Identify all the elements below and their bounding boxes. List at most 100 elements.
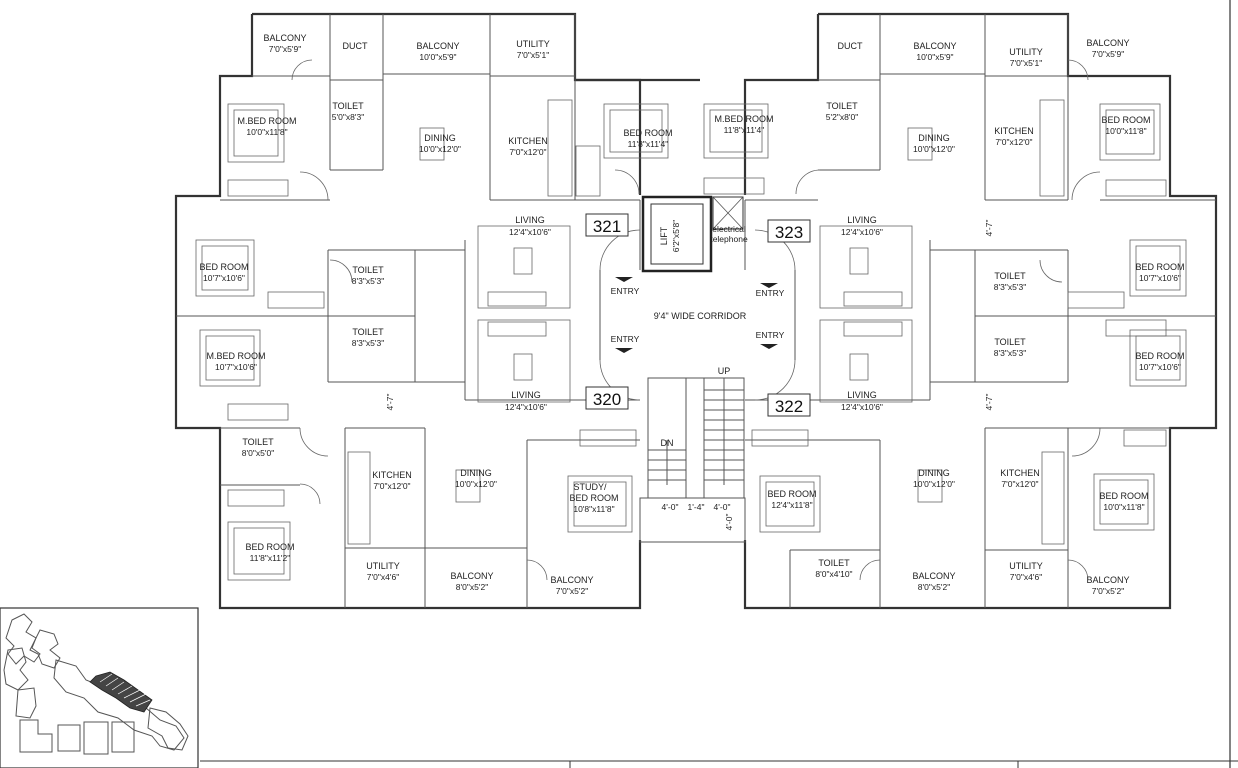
room-size: 10'0"x11'8" — [246, 127, 287, 137]
room-name: KITCHEN — [372, 470, 412, 480]
entry-label-322: ENTRY — [756, 330, 785, 340]
room-name: TOILET — [994, 337, 1026, 347]
room-name: DINING — [460, 468, 492, 478]
unit-tags — [585, 213, 811, 417]
room-name: M.BED ROOM — [714, 114, 773, 124]
room-name: BALCONY — [450, 571, 493, 581]
room-size: 7'0"x12'0" — [509, 147, 546, 157]
room-name: BED ROOM — [199, 262, 248, 272]
room-size: 8'0"x5'2" — [918, 582, 950, 592]
room-size: 7'0"x5'9" — [1092, 49, 1124, 59]
room-name: LIVING — [511, 390, 541, 400]
room-size: 8'3"x5'3" — [352, 338, 384, 348]
stair-up-label: UP — [718, 366, 731, 376]
room-size: 7'0"x5'1" — [517, 50, 549, 60]
sheet-frame — [200, 0, 1238, 768]
lift-core — [641, 195, 744, 273]
room-size: 12'4"x10'6" — [509, 227, 551, 237]
key-plan — [0, 607, 199, 768]
room-size: 10'7"x10'6" — [215, 362, 257, 372]
staircase — [639, 377, 746, 543]
room-size: 10'0"x5'9" — [419, 52, 456, 62]
room-name: UTILITY — [516, 39, 550, 49]
room-name: DINING — [424, 133, 456, 143]
room-size: 8'0"x5'2" — [456, 582, 488, 592]
room-name: LIVING — [847, 390, 877, 400]
stair-dim-1: 4'-0" — [662, 502, 679, 512]
room-size: 11'8"x11'2" — [250, 553, 291, 563]
corridor-label: 9'4" WIDE CORRIDOR — [654, 311, 747, 321]
room-size: 7'0"x12'0" — [373, 481, 410, 491]
room-size: 8'3"x5'3" — [352, 276, 384, 286]
room-size: 12'4"x10'6" — [841, 227, 883, 237]
room-name: KITCHEN — [994, 126, 1034, 136]
room-name: LIVING — [515, 215, 545, 225]
room-name: DUCT — [838, 41, 863, 51]
room-name: M.BED ROOM — [206, 351, 265, 361]
room-name: BALCONY — [1086, 575, 1129, 585]
room-name: DUCT — [343, 41, 368, 51]
room-size: 10'0"x11'8" — [1105, 126, 1146, 136]
room-name: KITCHEN — [1000, 468, 1040, 478]
room-name: TOILET — [352, 265, 384, 275]
internal-walls — [176, 14, 1216, 608]
room-size: 10'0"x5'9" — [916, 52, 953, 62]
room-size: 7'0"x12'0" — [995, 137, 1032, 147]
entry-arrows — [615, 277, 778, 353]
room-name: TOILET — [352, 327, 384, 337]
lift-label: LIFT — [659, 226, 669, 245]
entry-label-321: ENTRY — [611, 286, 640, 296]
room-name: BED ROOM — [1099, 491, 1148, 501]
room-size: 8'3"x5'3" — [994, 348, 1026, 358]
unit-number-320: 320 — [593, 390, 621, 409]
room-name: UTILITY — [1009, 47, 1043, 57]
room-name: BED ROOM — [623, 128, 672, 138]
room-size: 7'0"x5'2" — [556, 586, 588, 596]
room-size: 12'4"x10'6" — [505, 402, 547, 412]
unit-number-321: 321 — [593, 217, 621, 236]
room-size: 10'0"x12'0" — [419, 144, 461, 154]
room-size: 10'0"x12'0" — [913, 479, 955, 489]
room-size: 10'0"x12'0" — [913, 144, 955, 154]
room-name: M.BED ROOM — [237, 116, 296, 126]
room-size: 7'0"x5'9" — [269, 44, 301, 54]
wall-dim-1: 4'-7" — [385, 394, 395, 411]
room-name: BALCONY — [913, 41, 956, 51]
shaft-electrical: electrical — [712, 224, 746, 234]
room-name: BED ROOM — [1135, 351, 1184, 361]
room-size: 8'3"x5'3" — [994, 282, 1026, 292]
stair-dim-3: 4'-0" — [714, 502, 731, 512]
room-name: TOILET — [994, 271, 1026, 281]
furniture — [195, 99, 1187, 581]
shaft-telephone: telephone — [710, 234, 748, 244]
room-name: BED ROOM — [569, 493, 618, 503]
room-name: TOILET — [332, 101, 364, 111]
room-size: 7'0"x5'2" — [1092, 586, 1124, 596]
room-size: 11'8"x11'4" — [628, 139, 669, 149]
room-name: BED ROOM — [1135, 262, 1184, 272]
room-size: 7'0"x12'0" — [1001, 479, 1038, 489]
room-name: BALCONY — [263, 33, 306, 43]
room-name: STUDY/ — [573, 482, 607, 492]
room-size: 10'0"x12'0" — [455, 479, 497, 489]
room-name: TOILET — [242, 437, 274, 447]
entry-label-320: ENTRY — [611, 334, 640, 344]
lift-size: 6'2"x5'8" — [671, 220, 681, 252]
wall-dim-2: 4'-7" — [984, 220, 994, 237]
stair-dn-label: DN — [661, 438, 674, 448]
room-size: 10'0"x11'8" — [1103, 502, 1144, 512]
room-size: 10'7"x10'6" — [203, 273, 245, 283]
room-name: TOILET — [818, 558, 850, 568]
room-size: 7'0"x5'1" — [1010, 58, 1042, 68]
room-size: 8'0"x4'10" — [815, 569, 852, 579]
room-size: 10'7"x10'6" — [1139, 362, 1181, 372]
unit-number-323: 323 — [775, 223, 803, 242]
room-name: KITCHEN — [508, 136, 548, 146]
room-name: TOILET — [826, 101, 858, 111]
room-size: 5'2"x8'0" — [826, 112, 858, 122]
room-size: 8'0"x5'0" — [242, 448, 274, 458]
wall-dim-3: 4'-7" — [984, 394, 994, 411]
room-size: 7'0"x4'6" — [1010, 572, 1042, 582]
room-name: BED ROOM — [1101, 115, 1150, 125]
